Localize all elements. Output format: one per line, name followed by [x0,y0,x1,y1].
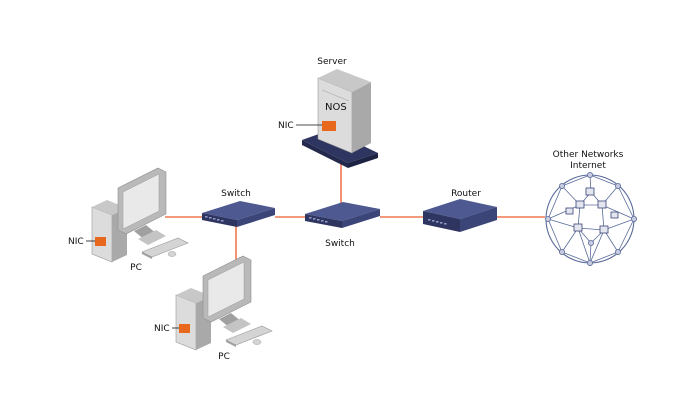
pc-top-tower-front [91,206,113,263]
switch-left-label: Switch [221,189,251,199]
internet-label: Internet [570,161,606,171]
pc-top-nic-card [95,237,106,246]
server [296,69,378,168]
pc-bottom-nic-label: NIC [154,324,170,334]
router [423,199,497,232]
pc-bottom-mouse [252,339,262,345]
server-nic-card [322,121,336,131]
pc-top [86,167,189,263]
server-nos-label: NOS [325,102,347,113]
switch-left [202,201,275,227]
pc-top-keyboard [141,237,189,258]
switch-center [305,202,380,228]
server-nic-label: NIC [278,121,294,131]
pc-bottom [172,255,273,351]
switch-center-label: Switch [325,239,355,249]
pc-bottom-tower-front [175,294,197,351]
internet-globe-icon [545,171,638,266]
pc-bottom-nic-card [179,324,190,333]
pc-bottom-label: PC [218,352,230,362]
pc-top-label: PC [130,263,142,273]
network-links [165,160,545,270]
pc-top-mouse [167,251,177,257]
pc-top-nic-label: NIC [68,237,84,247]
router-label: Router [451,189,481,199]
server-label: Server [317,57,347,67]
other-networks-label: Other Networks [553,150,624,160]
